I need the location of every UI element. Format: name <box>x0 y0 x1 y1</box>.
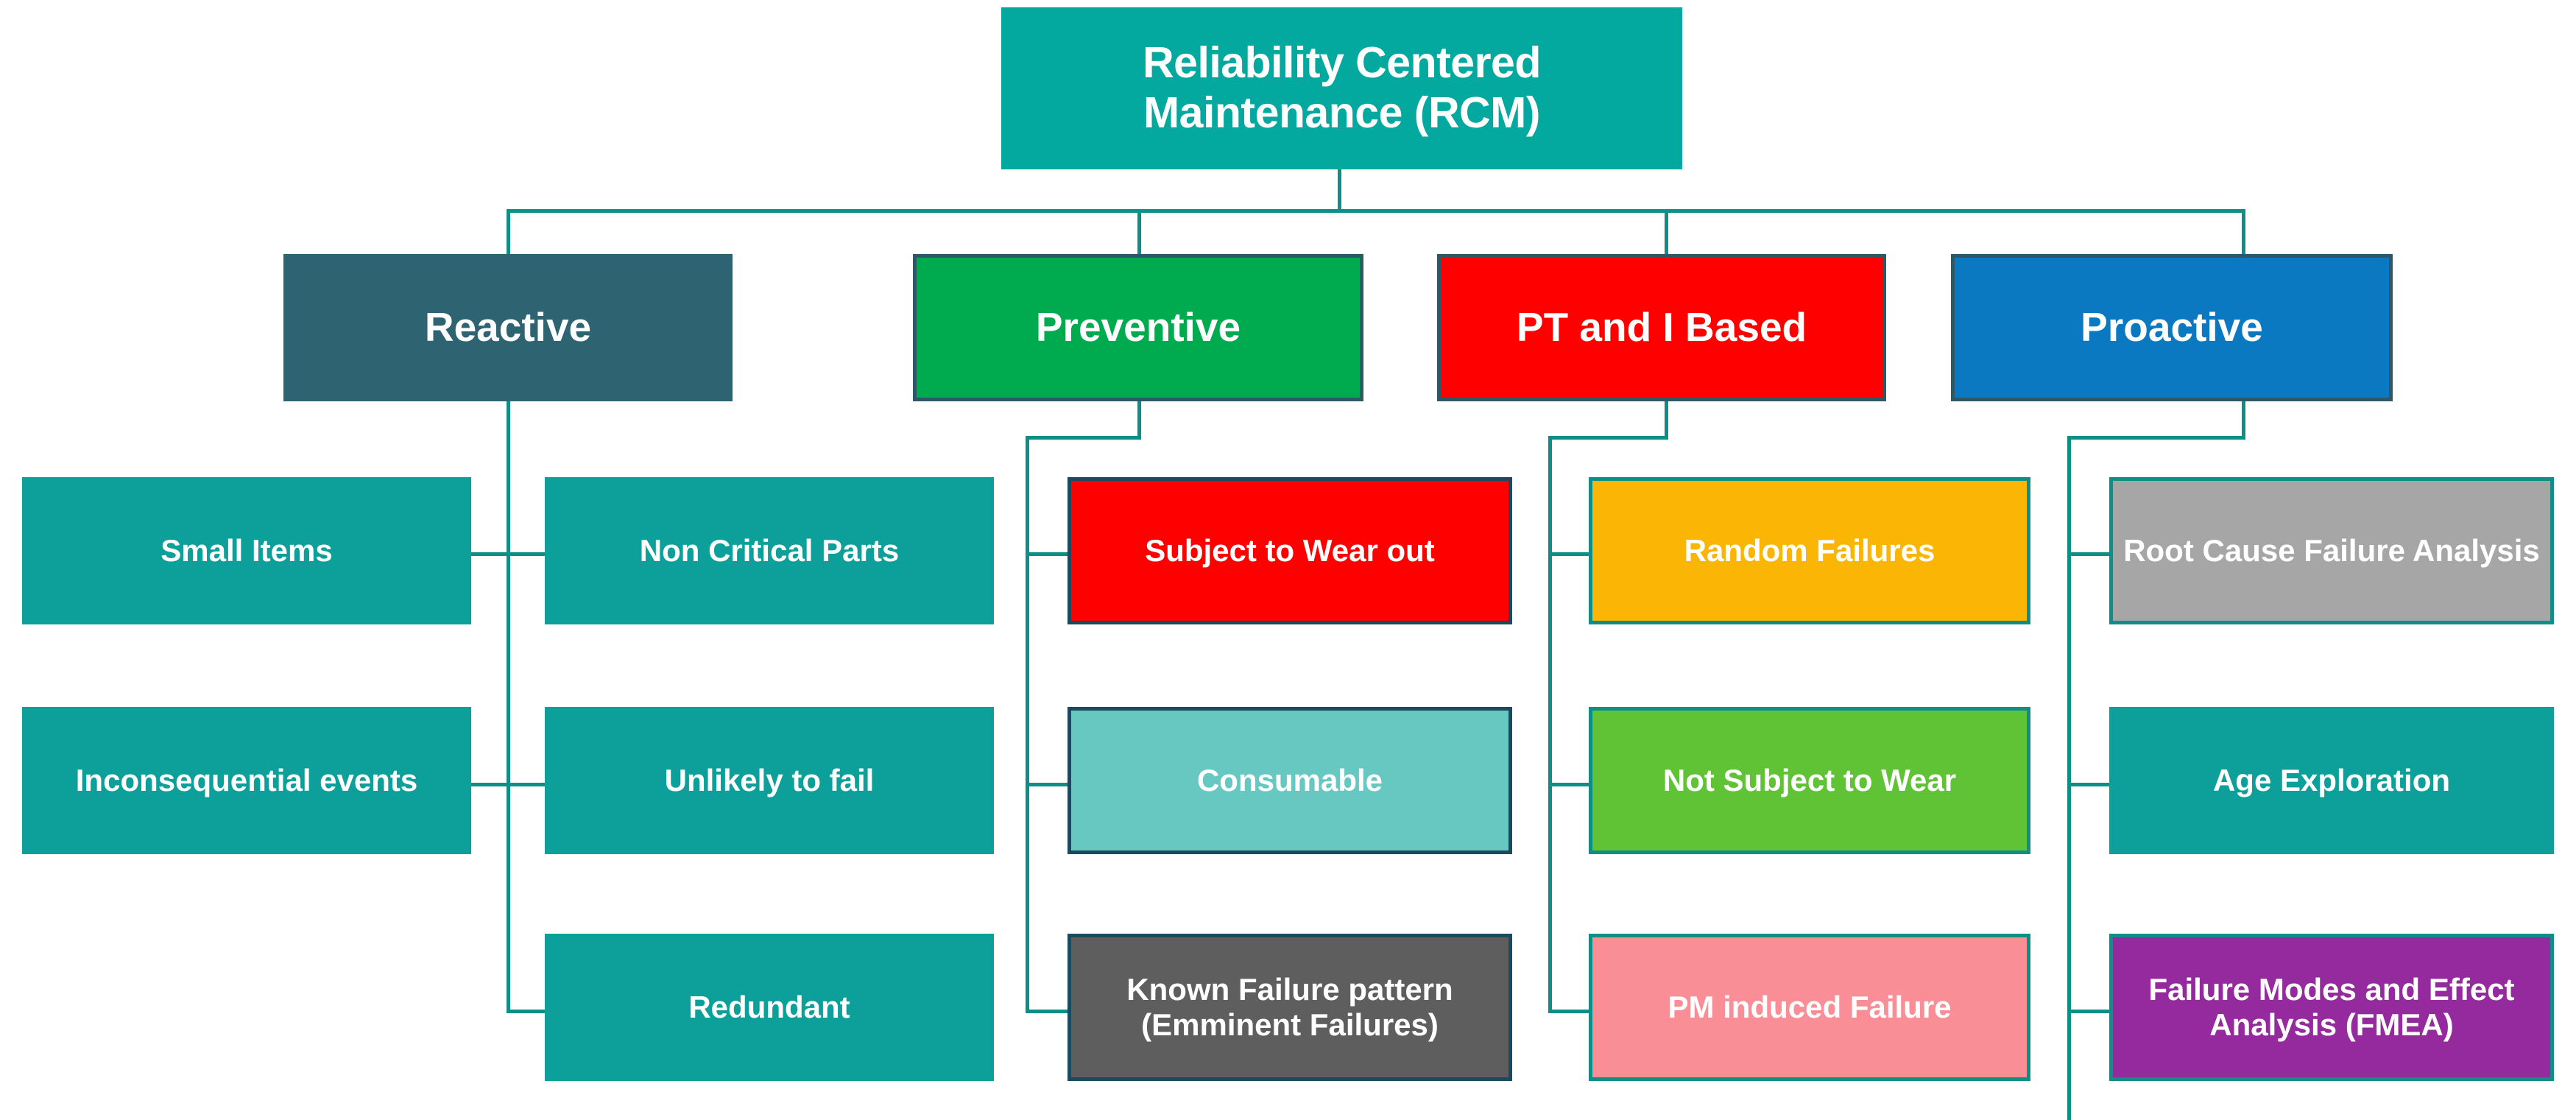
node-branch-proactive-label: Proactive <box>2081 304 2263 351</box>
node-fmea-label: Failure Modes and Effect Analysis (FMEA) <box>2148 971 2515 1042</box>
connector-preventive-stub-3 <box>1026 1010 1070 1013</box>
connector-preventive-trunk <box>1026 436 1029 1012</box>
connector-pti-stem <box>1665 400 1668 440</box>
node-root-cause-failure-analysis[interactable]: Root Cause Failure Analysis <box>2109 477 2554 624</box>
connector-drop-preventive <box>1137 209 1141 256</box>
connector-reactive-stub-right-2 <box>507 783 545 786</box>
node-pm-induced-failure-label: PM induced Failure <box>1668 989 1952 1024</box>
node-root-label: Reliability Centered Maintenance (RCM) <box>1143 38 1541 137</box>
connector-reactive-stub-left-1 <box>471 552 508 556</box>
connector-pti-elbow <box>1548 436 1668 440</box>
connector-pti-stub-3 <box>1548 1010 1591 1013</box>
node-random-failures[interactable]: Random Failures <box>1589 477 2030 624</box>
node-root-rcm[interactable]: Reliability Centered Maintenance (RCM) <box>1001 7 1682 169</box>
connector-proactive-elbow <box>2067 436 2245 440</box>
connector-drop-proactive <box>2242 209 2245 256</box>
node-branch-preventive[interactable]: Preventive <box>913 254 1363 401</box>
node-age-exploration[interactable]: Age Exploration <box>2109 707 2554 854</box>
node-inconsequential-events[interactable]: Inconsequential events <box>22 707 471 854</box>
node-known-failure-pattern[interactable]: Known Failure pattern (Emminent Failures… <box>1068 934 1512 1081</box>
connector-pti-stub-1 <box>1548 552 1591 556</box>
connector-preventive-stem <box>1137 400 1141 440</box>
node-branch-reactive-label: Reactive <box>424 304 592 351</box>
connector-preventive-stub-1 <box>1026 552 1070 556</box>
node-subject-to-wear-out-label: Subject to Wear out <box>1145 532 1435 568</box>
node-unlikely-to-fail-label: Unlikely to fail <box>664 762 875 797</box>
node-known-failure-pattern-label: Known Failure pattern (Emminent Failures… <box>1126 971 1453 1042</box>
node-age-exploration-label: Age Exploration <box>2212 762 2451 797</box>
node-root-cause-failure-analysis-label: Root Cause Failure Analysis <box>2123 532 2540 568</box>
connector-preventive-elbow <box>1026 436 1141 440</box>
node-pm-induced-failure[interactable]: PM induced Failure <box>1589 934 2030 1081</box>
connector-drop-pti <box>1665 209 1668 256</box>
connector-drop-reactive <box>507 209 510 256</box>
connector-proactive-stem <box>2242 400 2245 440</box>
node-non-critical-parts[interactable]: Non Critical Parts <box>545 477 994 624</box>
node-small-items-label: Small Items <box>160 532 333 568</box>
node-branch-proactive[interactable]: Proactive <box>1951 254 2393 401</box>
node-unlikely-to-fail[interactable]: Unlikely to fail <box>545 707 994 854</box>
connector-reactive-stub-left-2 <box>471 783 508 786</box>
node-consumable-label: Consumable <box>1196 762 1383 797</box>
node-branch-pt-and-i-based[interactable]: PT and I Based <box>1437 254 1886 401</box>
node-branch-reactive[interactable]: Reactive <box>283 254 733 401</box>
node-branch-preventive-label: Preventive <box>1035 304 1241 351</box>
connector-reactive-stub-right-1 <box>507 552 545 556</box>
node-not-subject-to-wear-label: Not Subject to Wear <box>1662 762 1957 797</box>
connector-pti-trunk <box>1548 436 1552 1012</box>
connector-preventive-stub-2 <box>1026 783 1070 786</box>
node-redundant[interactable]: Redundant <box>545 934 994 1081</box>
connector-proactive-trunk <box>2067 436 2071 1120</box>
connector-tier2-bus <box>508 209 2245 213</box>
node-branch-pt-and-i-based-label: PT and I Based <box>1516 304 1807 351</box>
node-subject-to-wear-out[interactable]: Subject to Wear out <box>1068 477 1512 624</box>
connector-reactive-trunk <box>507 400 510 1011</box>
connector-pti-stub-2 <box>1548 783 1591 786</box>
node-small-items[interactable]: Small Items <box>22 477 471 624</box>
connector-root-stem <box>1338 168 1341 212</box>
connector-proactive-stub-3 <box>2067 1010 2111 1013</box>
node-random-failures-label: Random Failures <box>1684 532 1935 568</box>
node-fmea[interactable]: Failure Modes and Effect Analysis (FMEA) <box>2109 934 2554 1081</box>
connector-reactive-stub-right-3 <box>507 1010 545 1013</box>
node-not-subject-to-wear[interactable]: Not Subject to Wear <box>1589 707 2030 854</box>
node-non-critical-parts-label: Non Critical Parts <box>639 532 900 568</box>
connector-proactive-stub-1 <box>2067 552 2111 556</box>
connector-proactive-stub-2 <box>2067 783 2111 786</box>
node-inconsequential-events-label: Inconsequential events <box>75 762 418 797</box>
node-consumable[interactable]: Consumable <box>1068 707 1512 854</box>
node-redundant-label: Redundant <box>688 989 850 1024</box>
